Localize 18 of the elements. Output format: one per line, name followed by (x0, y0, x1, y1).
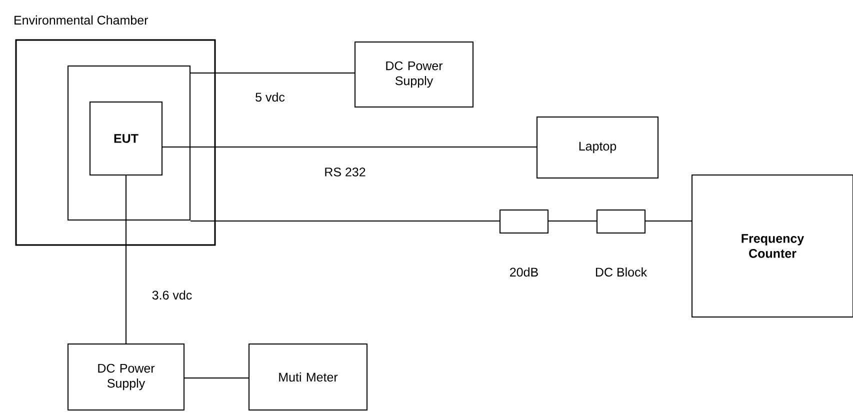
edge-label: 3.6 vdc (150, 289, 194, 301)
device-box: DC Power Supply (354, 42, 474, 108)
device-box: EUT (90, 102, 162, 176)
heading: Environmental Chamber (14, 15, 148, 25)
device-box: Frequency Counter (692, 174, 853, 318)
component-label: DC Block (596, 267, 648, 277)
connection-line (190, 72, 355, 74)
device-box: DC Power Supply (68, 344, 184, 410)
device-box: Laptop (536, 116, 658, 178)
connection-line (548, 220, 597, 222)
connection-line (162, 146, 537, 148)
inner-box (68, 66, 190, 220)
connection-line (190, 220, 500, 222)
component-label: 20dB (510, 267, 538, 277)
edge-label: RS 232 (323, 166, 367, 178)
edge-label: 5 vdc (254, 91, 286, 103)
device-box: Muti Meter (248, 344, 368, 410)
connection-line (645, 220, 692, 222)
